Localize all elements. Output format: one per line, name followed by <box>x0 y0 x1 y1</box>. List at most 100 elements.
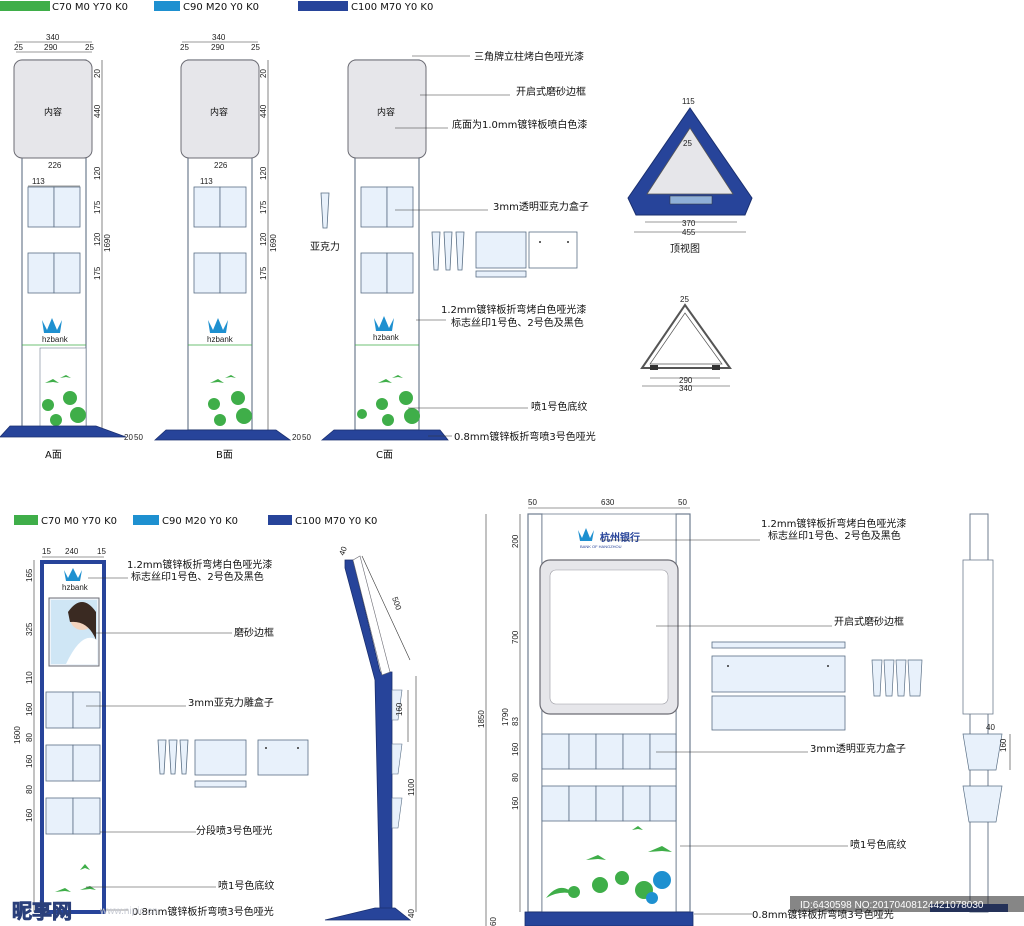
logo-text-c: hzbank <box>373 333 400 342</box>
legend-top: C70 M0 Y70 K0 C90 M20 Y0 K0 C100 M70 Y0 … <box>0 1 433 13</box>
dim-h175-d: 175 <box>259 266 268 280</box>
image-id-text: ID:6430598 NO:20170408124421078030 <box>800 900 984 911</box>
dim-h325: 325 <box>25 622 34 636</box>
face-label-a: A面 <box>45 450 62 461</box>
dim-115: 115 <box>682 97 695 106</box>
acrylic-label: 亚克力 <box>310 240 340 253</box>
legend-label-cyan: C90 M20 Y0 K0 <box>183 2 259 13</box>
side-profile-stand: 40 500 160 1100 40 <box>324 545 417 921</box>
dim-h1600: 1600 <box>13 726 22 744</box>
dim-h20b: 20 <box>124 433 133 442</box>
logo-text-b: hzbank <box>207 335 234 344</box>
watermark: 昵享网 www.nipic.cn <box>12 899 158 924</box>
hzbank-logo-icon <box>42 318 62 333</box>
stand-right: 50 630 50 杭州银行 BANK OF HANGZHOU <box>477 498 906 926</box>
dim-340-inner: 340 <box>679 384 693 393</box>
dim-290: 290 <box>44 43 58 52</box>
dim-113-b: 113 <box>200 177 213 186</box>
callout-acrylic-box: 3mm透明亚克力盒子 <box>493 200 589 213</box>
dim-h160b: 160 <box>25 754 34 768</box>
callout-column-paint: 三角牌立柱烤白色哑光漆 <box>474 50 584 63</box>
logo-text-left: hzbank <box>62 583 89 592</box>
dim-side-500: 500 <box>390 596 403 612</box>
content-label-c: 内容 <box>377 106 395 118</box>
dim-25: 25 <box>14 43 23 52</box>
dim-25-top: 25 <box>683 139 692 148</box>
dim-15-right: 15 <box>97 547 106 556</box>
dim-340-b: 340 <box>212 33 226 42</box>
dim-h1790: 1790 <box>501 708 510 726</box>
dim-25-b-right: 25 <box>251 43 260 52</box>
watermark-text: 昵享网 <box>12 899 72 923</box>
callout-right-acrylic: 3mm透明亚克力盒子 <box>810 742 906 755</box>
face-label-b: B面 <box>216 450 233 461</box>
dim-h160-r: 160 <box>511 742 520 756</box>
watermark-url: www.nipic.cn <box>99 906 158 917</box>
callout-base: 0.8mm镀锌板折弯喷3号色哑光 <box>454 430 596 443</box>
callout-frosted-frame: 开启式磨砂边框 <box>516 85 586 98</box>
legend-swatch-navy-b <box>268 515 292 525</box>
dim-455: 455 <box>682 228 696 237</box>
top-view-inner: 25 290 340 <box>640 295 732 393</box>
dim-h440: 440 <box>93 104 102 118</box>
dim-h120-d: 120 <box>259 232 268 246</box>
callout-right-galvanized: 1.2mm镀锌板折弯烤白色哑光漆 <box>761 517 906 530</box>
dim-370: 370 <box>682 219 696 228</box>
foliage-right <box>546 826 672 904</box>
callout-galvanized: 1.2mm镀锌板折弯烤白色哑光漆 <box>441 303 586 316</box>
acrylic-detail-left <box>157 739 309 788</box>
dim-340: 340 <box>46 33 60 42</box>
dim-right-side-40: 40 <box>986 723 995 732</box>
content-label-a: 内容 <box>44 106 62 118</box>
portrait-image <box>51 600 97 664</box>
dim-h700: 700 <box>511 630 520 644</box>
legend-swatch-cyan-b <box>133 515 159 525</box>
dim-h175-c: 175 <box>259 200 268 214</box>
dim-h160: 160 <box>25 702 34 716</box>
dim-25-inner: 25 <box>680 295 689 304</box>
logo-text-a: hzbank <box>42 335 69 344</box>
brand-cn: 杭州银行 <box>600 531 640 544</box>
dim-h175-b: 175 <box>93 266 102 280</box>
dim-h60: 60 <box>489 917 498 926</box>
callout-left-pattern: 喷1号色底纹 <box>218 879 274 892</box>
callout-right-frame: 开启式磨砂边框 <box>834 615 904 628</box>
foliage-c <box>357 375 420 426</box>
callout-left-logo: 标志丝印1号色、2号色及黑色 <box>131 570 264 583</box>
acrylic-detail-right <box>711 641 923 731</box>
dim-630: 630 <box>601 498 615 507</box>
dim-h80: 80 <box>25 733 34 742</box>
dim-h120: 120 <box>93 166 102 180</box>
dim-h80b: 80 <box>25 785 34 794</box>
legend-swatch-green <box>0 1 50 11</box>
stand-a: 340 25 290 25 内容 226 113 20 440 120 175 … <box>0 33 143 461</box>
callout-left-acrylic: 3mm亚克力雕盒子 <box>188 696 274 709</box>
dim-h20b-b: 20 <box>292 433 301 442</box>
hzbank-brand-logo-icon <box>578 528 594 541</box>
dim-240: 240 <box>65 547 79 556</box>
dim-113: 113 <box>32 177 45 186</box>
dim-h440-b: 440 <box>259 104 268 118</box>
callout-left-segment: 分段喷3号色哑光 <box>196 824 272 837</box>
legend-swatch-green-b <box>14 515 38 525</box>
dim-h175: 175 <box>93 200 102 214</box>
hzbank-logo-icon <box>374 316 394 331</box>
dim-side-40: 40 <box>337 545 349 557</box>
stand-c: 内容 hzbank C面 三角牌立柱烤白色哑光漆 开启式磨砂边框 底 <box>320 50 596 461</box>
legend-bottom: C70 M0 Y70 K0 C90 M20 Y0 K0 C100 M70 Y0 … <box>14 515 377 527</box>
dim-h50: 50 <box>134 433 143 442</box>
dim-h200: 200 <box>511 534 520 548</box>
callout-left-galvanized: 1.2mm镀锌板折弯烤白色哑光漆 <box>127 558 272 571</box>
dim-25-b: 25 <box>180 43 189 52</box>
callout-left-base: 0.8mm镀锌板折弯喷3号色哑光 <box>132 905 274 918</box>
dim-h80-r: 80 <box>511 773 520 782</box>
dim-290-b: 290 <box>211 43 225 52</box>
dim-290-inner: 290 <box>679 376 693 385</box>
dim-h1690-b: 1690 <box>269 234 278 252</box>
acrylic-detail-top: 亚克力 <box>310 192 578 278</box>
legend-swatch-cyan <box>154 1 180 11</box>
callout-logo-print: 标志丝印1号色、2号色及黑色 <box>451 316 584 329</box>
dim-h120-c: 120 <box>259 166 268 180</box>
dim-side-40b: 40 <box>407 909 416 918</box>
